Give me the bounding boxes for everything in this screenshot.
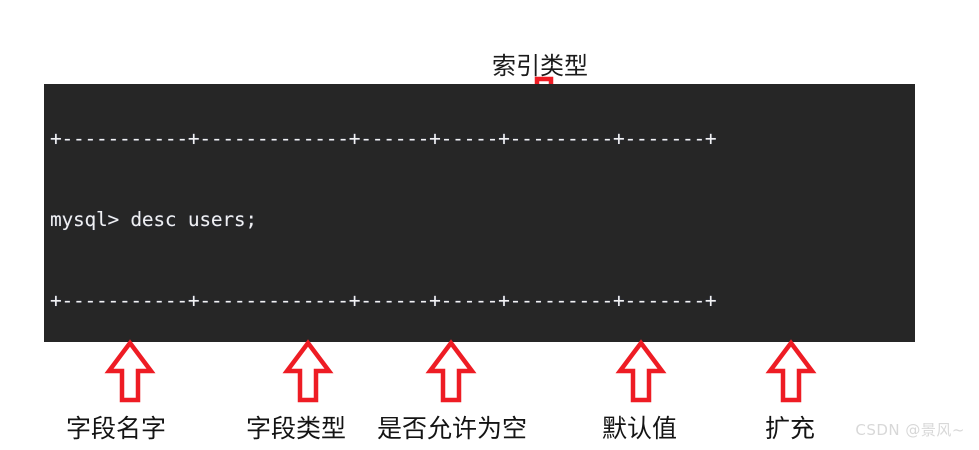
- arrow-up-icon: [282, 339, 334, 403]
- terminal-command-line: mysql> desc users;: [50, 208, 257, 231]
- terminal-output: +-----------+-------------+------+-----+…: [50, 84, 717, 342]
- annotation-label-extra-column: 扩充: [765, 414, 816, 443]
- annotation-label-field-column: 字段名字: [66, 414, 167, 443]
- annotation-label-type-column: 字段类型: [246, 414, 347, 443]
- arrow-up-icon: [615, 339, 667, 403]
- arrow-up-icon: [104, 339, 156, 403]
- terminal-line: +-----------+-------------+------+-----+…: [50, 289, 717, 312]
- arrow-up-icon: [765, 339, 817, 403]
- terminal-line: +-----------+-------------+------+-----+…: [50, 127, 717, 150]
- watermark: CSDN @景风~: [855, 421, 965, 439]
- arrow-up-icon: [425, 339, 477, 403]
- annotation-label-default-column: 默认值: [602, 414, 678, 443]
- terminal-window[interactable]: +-----------+-------------+------+-----+…: [44, 84, 915, 342]
- annotation-label-key-column: 索引类型: [492, 52, 588, 80]
- annotation-label-null-column: 是否允许为空: [377, 414, 528, 443]
